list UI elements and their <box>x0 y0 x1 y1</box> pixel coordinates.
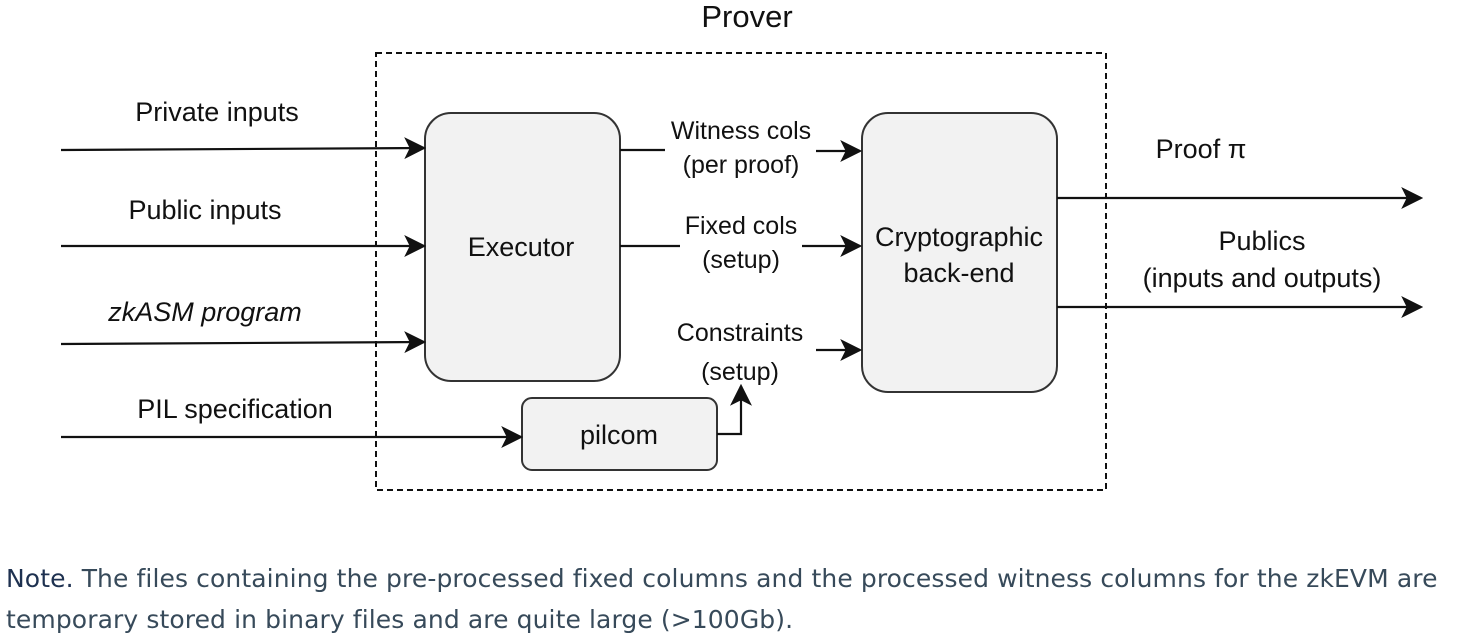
note-text: The files containing the pre-processed f… <box>6 564 1438 634</box>
constraints-label-line2: (setup) <box>701 358 779 386</box>
publics-label-line2: (inputs and outputs) <box>1143 263 1382 293</box>
fixed-cols-label-line2: (setup) <box>702 246 780 274</box>
zkasm-program-label: zkASM program <box>107 297 302 327</box>
public-inputs-label: Public inputs <box>128 195 281 225</box>
constraints-label-line1: Constraints <box>677 319 803 347</box>
crypto-backend-label-line2: back-end <box>903 258 1014 288</box>
crypto-backend-box <box>861 112 1058 393</box>
diagram-title: Prover <box>701 0 792 34</box>
publics-label-line1: Publics <box>1218 226 1305 256</box>
note-label: Note. <box>6 564 74 593</box>
pil-specification-label: PIL specification <box>137 394 333 424</box>
witness-cols-label-line1: Witness cols <box>671 117 811 145</box>
prover-boundary <box>375 52 1107 491</box>
pilcom-label: pilcom <box>580 420 658 450</box>
note-paragraph: Note. The files containing the pre-proce… <box>6 558 1458 640</box>
pilcom-output-arrow <box>717 383 752 436</box>
private-inputs-arrow <box>60 137 427 160</box>
executor-label: Executor <box>468 232 575 262</box>
prover-architecture-diagram: Prover Executor Cryptographic back-end p… <box>60 0 1424 491</box>
crypto-backend-label-line1: Cryptographic <box>875 222 1043 252</box>
private-inputs-label: Private inputs <box>135 97 299 127</box>
fixed-cols-label-line1: Fixed cols <box>685 212 798 240</box>
proof-label: Proof π <box>1156 134 1247 164</box>
zkasm-program-arrow <box>60 331 427 354</box>
witness-cols-label-line2: (per proof) <box>683 151 800 179</box>
